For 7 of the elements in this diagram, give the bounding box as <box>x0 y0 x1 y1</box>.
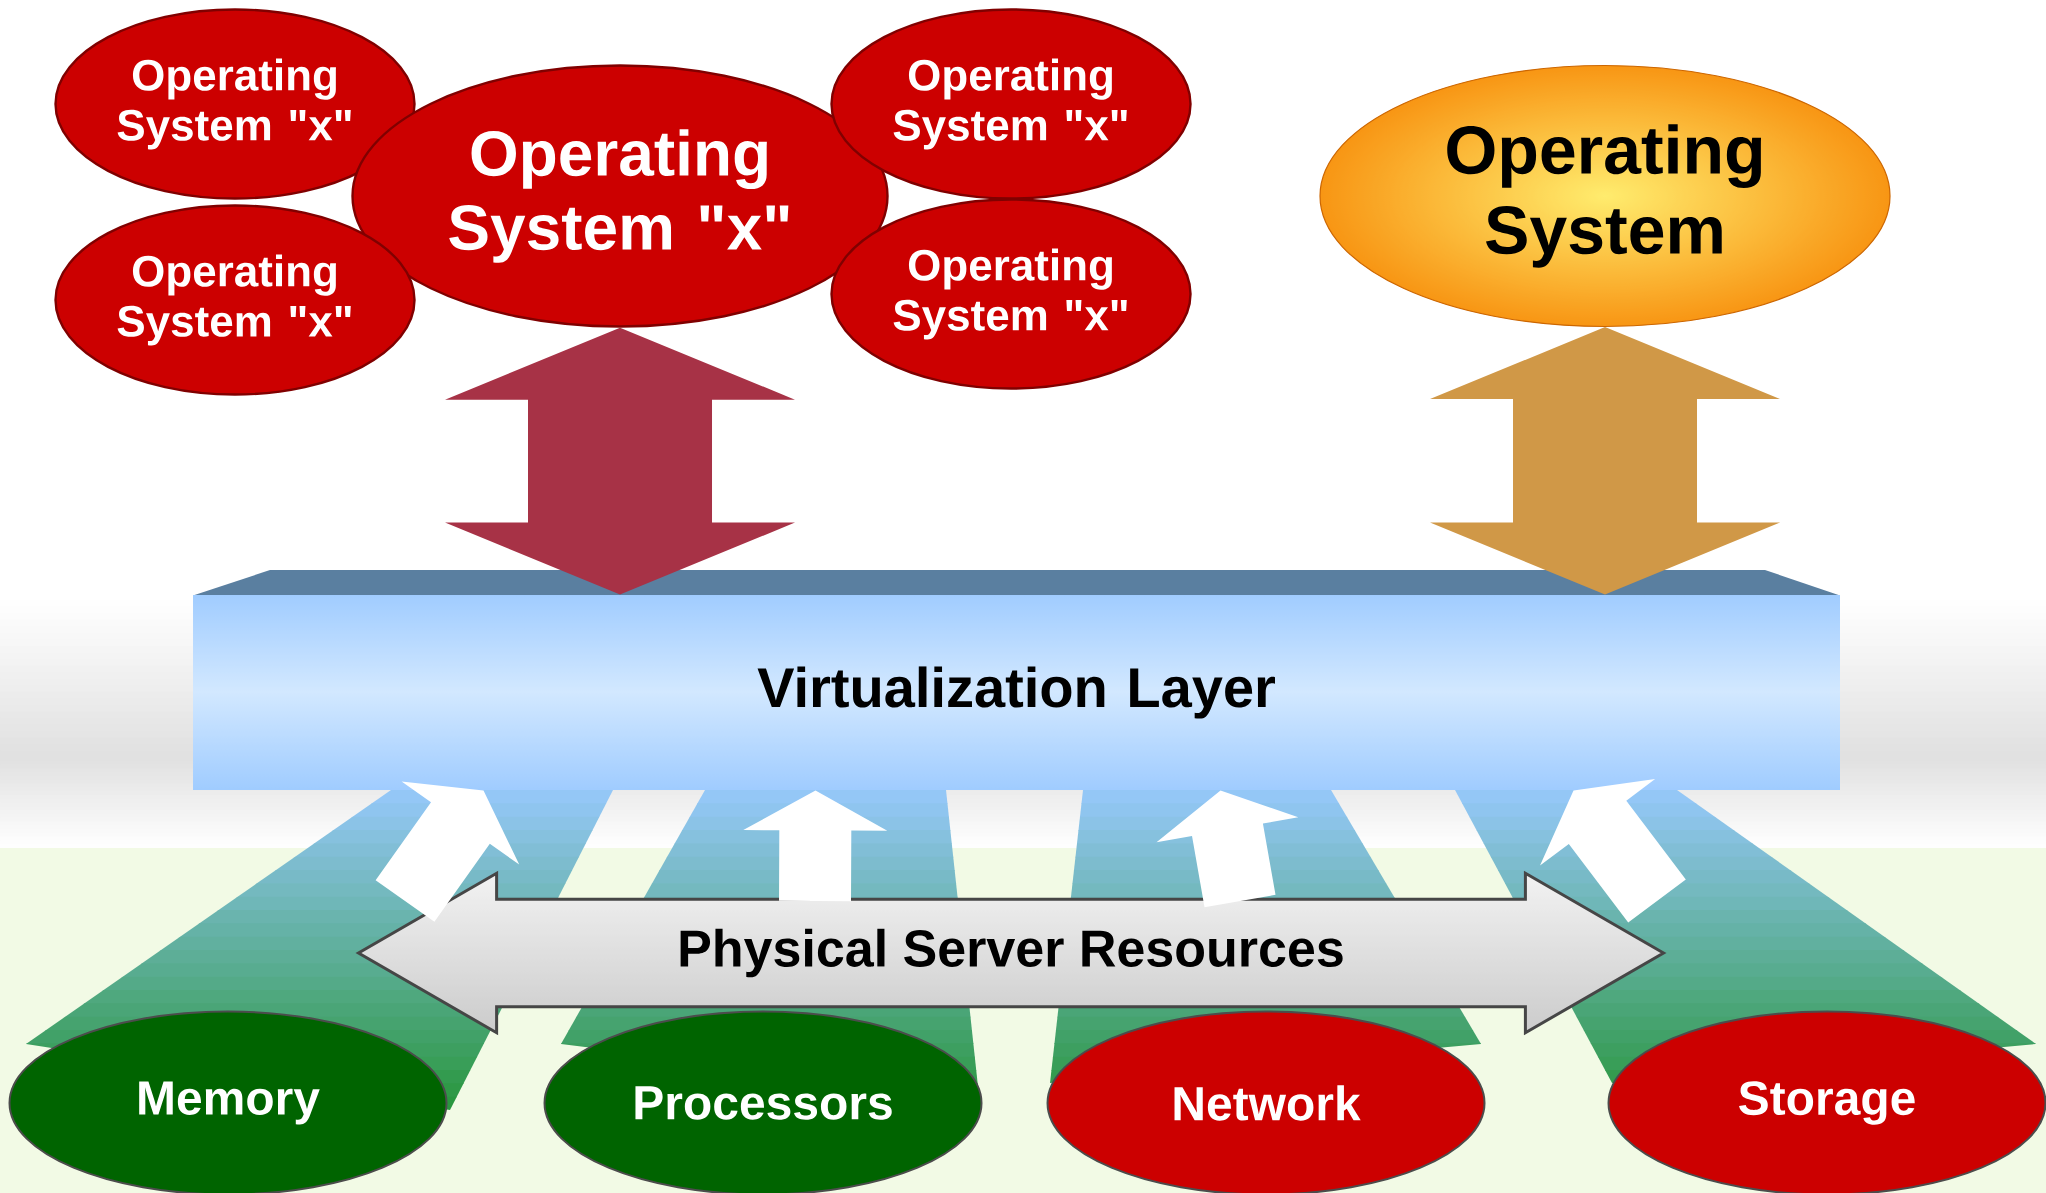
arrow <box>1540 779 1686 923</box>
arrow <box>743 790 888 902</box>
arrow <box>375 781 520 922</box>
block-arrow <box>445 327 795 595</box>
block-arrow <box>1430 327 1780 595</box>
arrow <box>1156 790 1299 908</box>
layer-band: Virtualization Layer <box>193 570 1840 790</box>
